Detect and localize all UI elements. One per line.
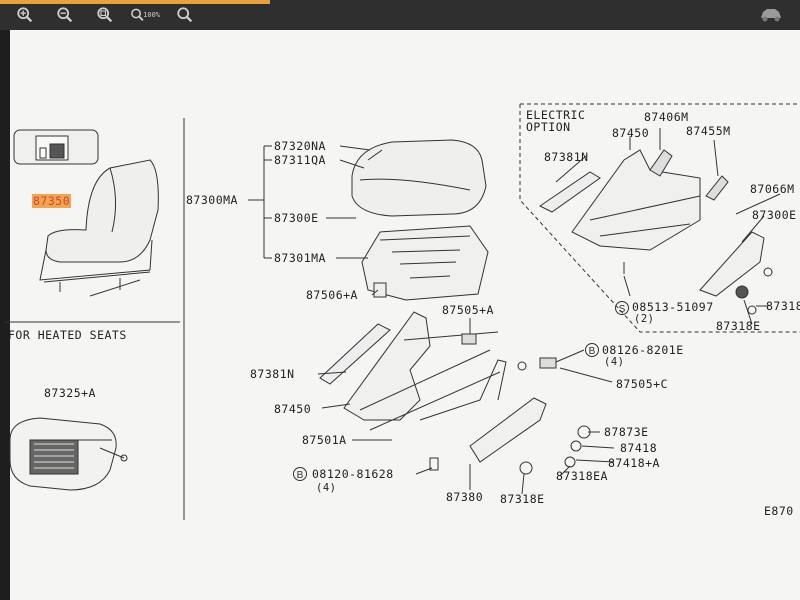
- part-qty-08126: (4): [604, 356, 625, 368]
- zoom-fit-icon[interactable]: [90, 4, 120, 26]
- part-label-87418a[interactable]: 87418+A: [608, 456, 660, 470]
- part-label-87318e[interactable]: 87318E: [500, 492, 545, 506]
- part-label-87406m[interactable]: 87406M: [644, 110, 689, 124]
- zoom-in-icon[interactable]: [10, 4, 40, 26]
- part-label-e87318[interactable]: 87318: [766, 299, 800, 313]
- part-label-87300e[interactable]: 87300E: [274, 211, 319, 225]
- part-label-87873e[interactable]: 87873E: [604, 425, 649, 439]
- diagram-code: E870: [764, 504, 794, 518]
- zoom-100-label: 100%: [143, 11, 160, 19]
- parts-diagram-sheet: [10, 30, 800, 600]
- part-label-87505a[interactable]: 87505+A: [442, 303, 494, 317]
- bolt-symbol-s: S: [619, 304, 626, 315]
- part-label-87455m[interactable]: 87455M: [686, 124, 731, 138]
- toolbar-accent-strip: [0, 0, 270, 4]
- part-label-08126[interactable]: 08126-8201E: [602, 343, 684, 357]
- part-label-e87450[interactable]: 87450: [612, 126, 650, 140]
- part-label-87318ea[interactable]: 87318EA: [556, 469, 608, 483]
- part-qty-08120: (4): [316, 482, 337, 494]
- part-label-87325[interactable]: 87325+A: [44, 386, 96, 400]
- part-label-87300ma[interactable]: 87300MA: [186, 193, 238, 207]
- part-label-87301ma[interactable]: 87301MA: [274, 251, 326, 265]
- highlight-text: 87350: [32, 194, 72, 208]
- part-label-87418[interactable]: 87418: [620, 441, 658, 455]
- part-label-08513[interactable]: 08513-51097: [632, 300, 714, 314]
- toolbar: 100%: [0, 0, 800, 30]
- part-label-87381n[interactable]: 87381N: [250, 367, 295, 381]
- part-label-87506a[interactable]: 87506+A: [306, 288, 358, 302]
- part-label-87450[interactable]: 87450: [274, 402, 312, 416]
- part-label-08120[interactable]: 08120-81628: [312, 467, 394, 481]
- bolt-symbol-b-upper: B: [589, 346, 596, 357]
- part-label-87501a[interactable]: 87501A: [302, 433, 347, 447]
- part-label-87320na[interactable]: 87320NA: [274, 139, 326, 153]
- part-label-87066m[interactable]: 87066M: [750, 182, 795, 196]
- car-icon[interactable]: [758, 6, 784, 24]
- part-label-e87381n[interactable]: 87381N: [544, 150, 589, 164]
- part-label-87311qa[interactable]: 87311QA: [274, 153, 326, 167]
- zoom-100-icon[interactable]: 100%: [130, 4, 160, 26]
- part-label-e87300e[interactable]: 87300E: [752, 208, 797, 222]
- part-label-87380[interactable]: 87380: [446, 490, 484, 504]
- part-label-highlighted[interactable]: 87350: [32, 194, 72, 208]
- heated-seats-title: FOR HEATED SEATS: [8, 328, 127, 342]
- electric-title-2: OPTION: [526, 120, 571, 134]
- window-edge: [0, 30, 10, 600]
- bolt-symbol-b-lower: B: [297, 470, 304, 481]
- part-label-87505c[interactable]: 87505+C: [616, 377, 668, 391]
- electric-title-1: ELECTRIC: [526, 108, 586, 122]
- part-qty-08513: (2): [634, 313, 655, 325]
- part-label-e87318e[interactable]: 87318E: [716, 319, 761, 333]
- zoom-area-icon[interactable]: [170, 4, 200, 26]
- zoom-out-icon[interactable]: [50, 4, 80, 26]
